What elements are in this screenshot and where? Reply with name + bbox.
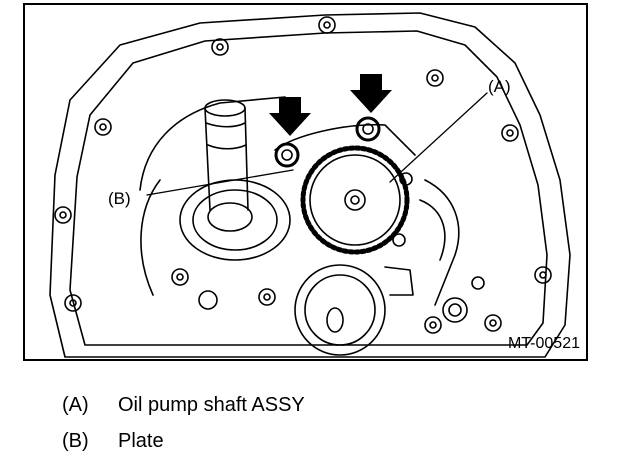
legend-key: (A) — [62, 394, 89, 416]
legend-item-b: (B) Plate — [62, 430, 164, 452]
legend-item-a: (A) Oil pump shaft ASSY — [62, 394, 305, 416]
lower-cover — [294, 264, 414, 356]
legend-text: Plate — [118, 430, 164, 452]
legend-text: Oil pump shaft ASSY — [118, 394, 305, 416]
case-flange — [69, 30, 548, 346]
diagram-frame: (A) (B) MT-00521 — [23, 3, 588, 361]
case-bolts — [171, 268, 485, 334]
leader-a — [389, 92, 488, 183]
inner-wall — [139, 96, 286, 191]
flange-bolt-holes — [54, 16, 552, 332]
figure-code: MT-00521 — [507, 335, 580, 352]
callout-b: (B) — [108, 189, 131, 208]
plate — [274, 116, 416, 168]
oil-pump-gear — [300, 145, 413, 255]
arrow-left — [269, 97, 311, 136]
callout-a: (A) — [488, 77, 511, 96]
inner-wall — [424, 179, 460, 306]
legend-key: (B) — [62, 430, 89, 452]
transmission-case-drawing — [49, 12, 571, 358]
case-outline — [49, 12, 571, 358]
arrow-right — [350, 74, 392, 113]
leader-b — [146, 169, 294, 196]
inner-wall — [140, 179, 161, 296]
inner-wall — [419, 199, 446, 261]
